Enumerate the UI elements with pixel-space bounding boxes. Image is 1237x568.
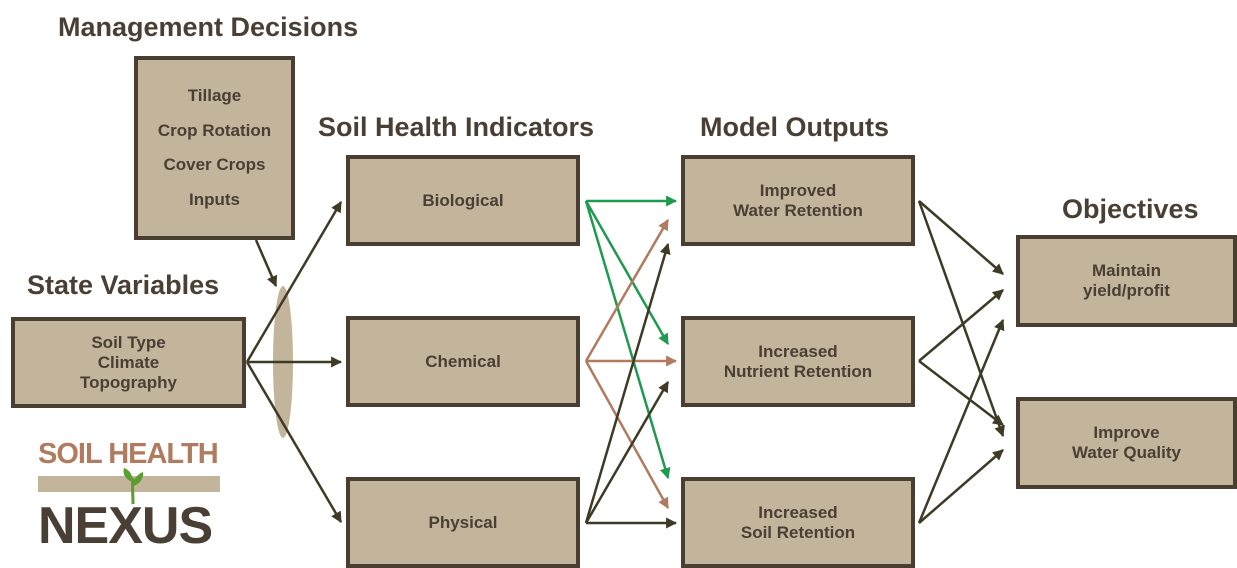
management-item: Inputs	[189, 189, 240, 209]
state-item: Topography	[80, 372, 177, 392]
objective-label-line2: yield/profit	[1083, 281, 1170, 300]
logo-band	[38, 476, 220, 492]
state-item: Soil Type	[91, 332, 166, 352]
model-outputs-heading: Model Outputs	[700, 112, 889, 142]
arrow-physical-to-water	[584, 242, 671, 524]
management-decisions-heading: Management Decisions	[58, 12, 359, 42]
output-soil-retention-box: Increased Soil Retention	[681, 477, 915, 568]
output-label-line2: Water Retention	[733, 200, 863, 220]
indicator-label: Biological	[422, 190, 504, 210]
arrow-physical-to-nutrient	[584, 381, 670, 524]
indicator-label: Physical	[428, 512, 498, 532]
arrow-nutrient-to-quality	[918, 360, 1004, 426]
output-label-line2: Nutrient Retention	[723, 361, 873, 381]
arrow-state-to-physical	[245, 361, 343, 523]
indicator-chemical-box: Chemical	[346, 316, 580, 407]
arrow-water-to-yield	[918, 200, 1004, 275]
indicator-physical-box: Physical	[346, 477, 580, 568]
arrow-soil-to-yield	[917, 318, 1005, 524]
soil-health-nexus-logo: SOIL HEALTH NEXUS	[38, 438, 220, 563]
objective-yield-profit-box: Maintain yield/profit	[1016, 235, 1237, 327]
arrow-state-to-biological	[245, 201, 343, 363]
management-item: Tillage	[187, 86, 242, 106]
output-label-line2: Soil Retention	[740, 522, 856, 542]
objective-water-quality-box: Improve Water Quality	[1016, 397, 1237, 489]
output-label-line1: Improved	[759, 180, 837, 200]
output-label-line1: Increased	[758, 341, 838, 361]
objective-label-line2: Water Quality	[1072, 443, 1181, 462]
objectives-heading: Objectives	[1062, 194, 1199, 224]
logo-bottom-text: NEXUS	[38, 497, 213, 555]
state-variables-box: Soil Type Climate Topography	[11, 317, 246, 408]
arrow-biological-to-nutrient	[584, 200, 670, 345]
state-item: Climate	[97, 352, 160, 372]
arrow-chemical-to-water	[584, 219, 670, 362]
state-variables-heading: State Variables	[27, 270, 220, 300]
management-item: Cover Crops	[163, 155, 266, 175]
objective-label-line1: Improve	[1093, 423, 1160, 442]
arrow-chemical-to-soil	[584, 360, 670, 509]
arrow-soil-to-quality	[918, 449, 1004, 524]
output-label-line1: Increased	[758, 502, 838, 522]
management-decisions-box: Tillage Crop Rotation Cover Crops Inputs	[134, 56, 295, 240]
output-water-retention-box: Improved Water Retention	[681, 155, 915, 246]
output-nutrient-retention-box: Increased Nutrient Retention	[681, 316, 915, 407]
arrow-nutrient-to-yield	[918, 289, 1004, 362]
arrow-biological-to-soil	[584, 200, 671, 480]
arrow-water-to-quality	[917, 200, 1005, 438]
soil-health-indicators-heading: Soil Health Indicators	[318, 112, 595, 142]
management-item: Crop Rotation	[157, 120, 272, 140]
sprout-icon	[123, 468, 144, 505]
arrow-management-to-node	[254, 239, 278, 288]
indicator-biological-box: Biological	[346, 155, 580, 246]
indicator-label: Chemical	[425, 351, 501, 371]
objective-label-line1: Maintain	[1092, 261, 1161, 280]
logo-top-text: SOIL HEALTH	[38, 438, 219, 470]
